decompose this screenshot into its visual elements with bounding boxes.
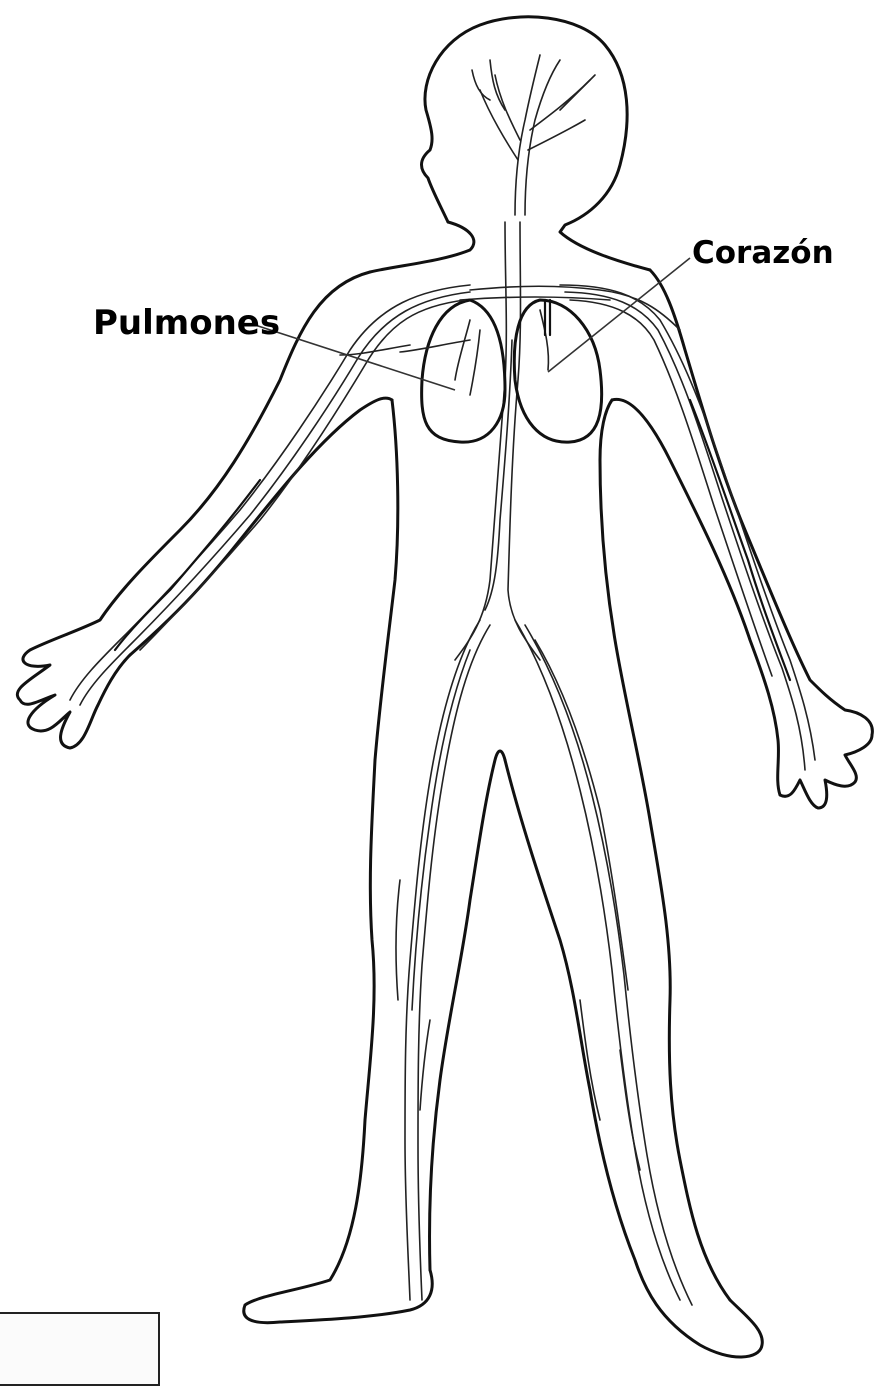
heart-label: Corazón — [692, 235, 834, 271]
left-arm-inner — [130, 398, 392, 655]
right-lung — [514, 300, 601, 442]
head-outline — [422, 17, 651, 270]
heart-leader-line — [548, 258, 690, 372]
neck-left — [370, 222, 474, 272]
lungs-label: Pulmones — [93, 303, 280, 343]
lungs — [422, 300, 602, 442]
right-arm-outer — [650, 270, 872, 735]
head-vessels — [472, 55, 595, 215]
right-arm-inner — [612, 399, 872, 808]
left-lung — [422, 300, 505, 442]
corner-box — [0, 1312, 160, 1386]
body-outline — [17, 17, 872, 1357]
left-leg-inner — [429, 751, 505, 1270]
right-leg-vessels — [515, 620, 692, 1305]
left-arm-vessels — [70, 285, 470, 705]
torso-right — [600, 400, 730, 1300]
torso-left — [244, 400, 432, 1323]
left-arm-outer — [17, 272, 370, 748]
left-leg-vessels — [396, 620, 490, 1300]
